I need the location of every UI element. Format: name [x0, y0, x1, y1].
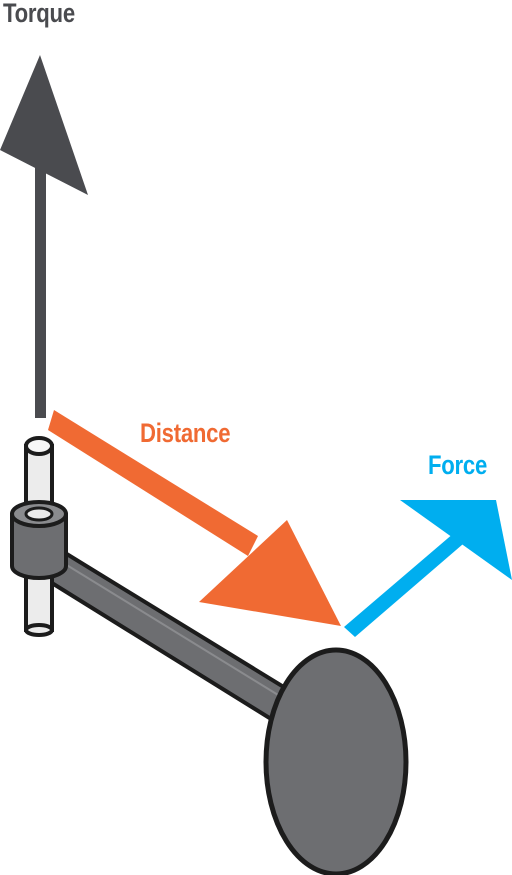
torque-arrow-head — [0, 55, 88, 195]
axle-top — [24, 436, 54, 456]
force-label: Force — [428, 450, 488, 480]
axle-collar — [10, 500, 68, 580]
force-arrow-head — [400, 500, 512, 580]
distance-arrow-head — [199, 520, 341, 626]
weight-disc — [263, 647, 409, 875]
torque-arrow-shaft — [35, 160, 46, 418]
torque-label: Torque — [3, 0, 75, 28]
distance-label: Distance — [140, 418, 231, 448]
force-arrow-shaft — [344, 527, 470, 637]
torque-arrow — [0, 55, 88, 418]
force-arrow — [344, 500, 512, 637]
distance-arrow — [48, 410, 341, 626]
distance-arrow-shaft — [48, 410, 258, 556]
